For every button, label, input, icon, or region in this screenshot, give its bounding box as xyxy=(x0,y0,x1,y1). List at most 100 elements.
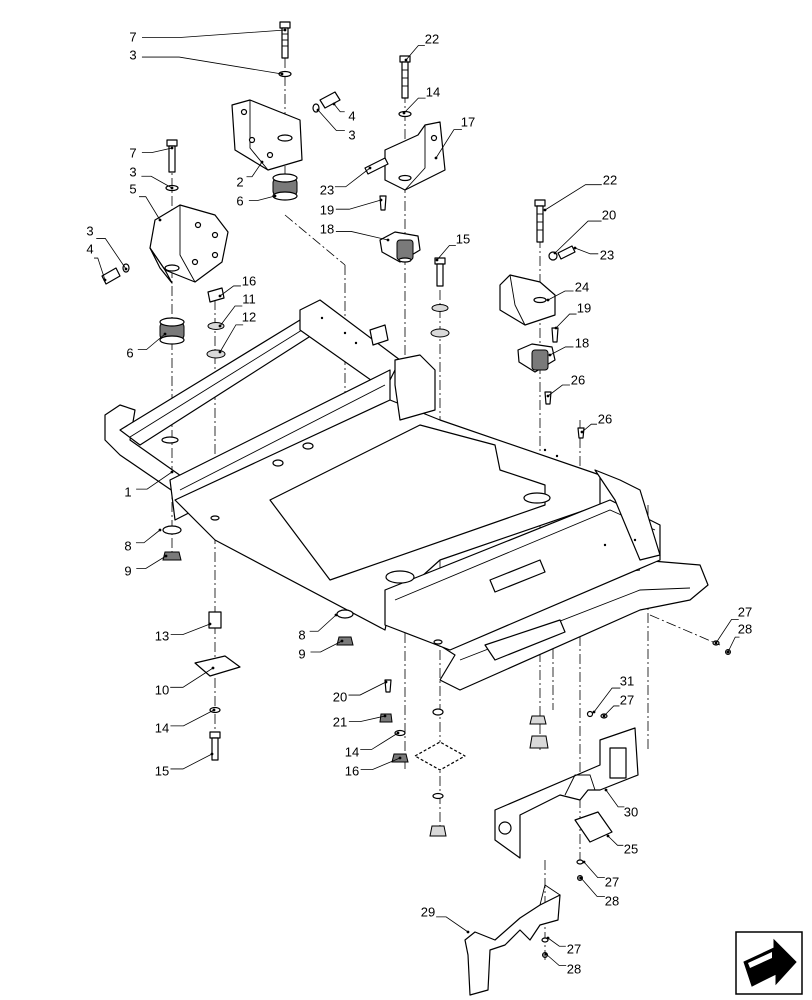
leader-line xyxy=(549,346,574,356)
callout-number: 14 xyxy=(345,744,359,759)
bracket-24 xyxy=(499,274,556,326)
callout-c27a: 27 xyxy=(714,604,752,645)
callout-number: 28 xyxy=(738,621,752,636)
leader-line xyxy=(170,709,215,727)
leader-dot xyxy=(163,332,167,336)
leader-dot xyxy=(386,238,390,242)
rubber-mount-6-lower xyxy=(159,317,185,345)
leader-line xyxy=(547,384,570,397)
callout-c20a: 20 xyxy=(553,207,616,255)
leader-dot xyxy=(210,752,214,756)
leader-line xyxy=(360,732,399,750)
callout-c3c: 3 xyxy=(129,164,174,190)
leader-line xyxy=(219,305,243,327)
leader-dot xyxy=(208,622,212,626)
callout-number: 20 xyxy=(333,689,347,704)
leader-dot xyxy=(316,108,320,112)
callout-number: 26 xyxy=(598,411,612,426)
leader-line xyxy=(94,257,106,281)
leader-dot xyxy=(604,788,608,792)
leader-dot xyxy=(340,639,344,643)
callout-number: 18 xyxy=(320,221,334,236)
callout-number: 26 xyxy=(571,372,585,387)
leader-line xyxy=(141,175,173,189)
leader-dot xyxy=(384,680,388,684)
leader-line xyxy=(436,916,469,933)
leader-dot xyxy=(218,294,222,298)
leader-line xyxy=(547,290,574,301)
callout-c14a: 14 xyxy=(402,84,440,115)
callout-number: 18 xyxy=(575,335,589,350)
bracket-2 xyxy=(231,99,303,171)
bracket-29 xyxy=(464,884,561,996)
callout-c8a: 8 xyxy=(124,528,162,553)
leader-dot xyxy=(170,470,174,474)
callout-c12: 12 xyxy=(218,309,256,354)
leader-dot xyxy=(218,350,222,354)
leader-line xyxy=(435,129,462,159)
bolt-4-side xyxy=(312,91,341,113)
leader-dot xyxy=(582,860,586,864)
callout-number: 10 xyxy=(155,682,169,697)
callout-number: 2 xyxy=(236,174,243,189)
callout-c16a: 16 xyxy=(218,273,256,298)
leader-dot xyxy=(592,710,596,714)
leader-dot xyxy=(212,708,216,712)
leader-line xyxy=(574,247,599,255)
callout-c14b: 14 xyxy=(155,708,216,735)
leader-line xyxy=(335,199,382,210)
leader-dot xyxy=(170,146,174,150)
callout-number: 29 xyxy=(421,904,435,919)
leader-dot xyxy=(546,936,550,940)
leader-line xyxy=(607,835,624,846)
callout-c26b: 26 xyxy=(580,411,612,434)
callout-number: 27 xyxy=(620,692,634,707)
leader-line xyxy=(309,614,337,632)
callout-c9a: 9 xyxy=(124,554,168,578)
leader-dot xyxy=(573,246,577,250)
leader-line xyxy=(246,161,263,178)
leader-line xyxy=(605,789,625,808)
callout-number: 24 xyxy=(575,279,589,294)
leader-dot xyxy=(579,876,583,880)
leader-dot xyxy=(396,731,400,735)
leader-line xyxy=(170,753,213,770)
callout-number: 7 xyxy=(129,29,136,44)
callout-c27b: 27 xyxy=(602,692,634,718)
callout-c26a: 26 xyxy=(546,372,585,398)
callout-c13: 13 xyxy=(155,622,212,643)
leader-line xyxy=(554,220,602,254)
callout-c10: 10 xyxy=(155,666,215,697)
callout-number: 27 xyxy=(605,874,619,889)
callout-c7b: 7 xyxy=(129,145,174,160)
leader-dot xyxy=(602,714,606,718)
callout-number: 4 xyxy=(86,241,93,256)
callout-c23b: 23 xyxy=(573,246,614,262)
isolator-18-upper xyxy=(379,231,421,263)
callout-c31: 31 xyxy=(592,673,634,714)
bolt-22-upper xyxy=(398,55,412,118)
leader-line xyxy=(545,953,567,966)
callout-number: 15 xyxy=(155,763,169,778)
callout-number: 22 xyxy=(425,31,439,46)
leader-dot xyxy=(553,251,557,255)
leader-line xyxy=(141,56,283,75)
leader-line xyxy=(170,623,211,636)
callout-number: 9 xyxy=(124,563,131,578)
leader-line xyxy=(136,555,167,569)
leader-dot xyxy=(466,930,470,934)
isolator-18-right xyxy=(517,327,585,439)
callout-number: 16 xyxy=(345,763,359,778)
leader-line xyxy=(403,97,426,114)
callout-c2: 2 xyxy=(236,160,264,189)
callout-number: 8 xyxy=(298,627,305,642)
callout-c7a: 7 xyxy=(129,28,287,44)
leader-line xyxy=(555,313,577,329)
callout-number: 6 xyxy=(236,193,243,208)
leader-dot xyxy=(379,198,383,202)
leader-line xyxy=(593,687,621,713)
leader-dot xyxy=(283,28,287,32)
leader-line xyxy=(141,147,173,154)
